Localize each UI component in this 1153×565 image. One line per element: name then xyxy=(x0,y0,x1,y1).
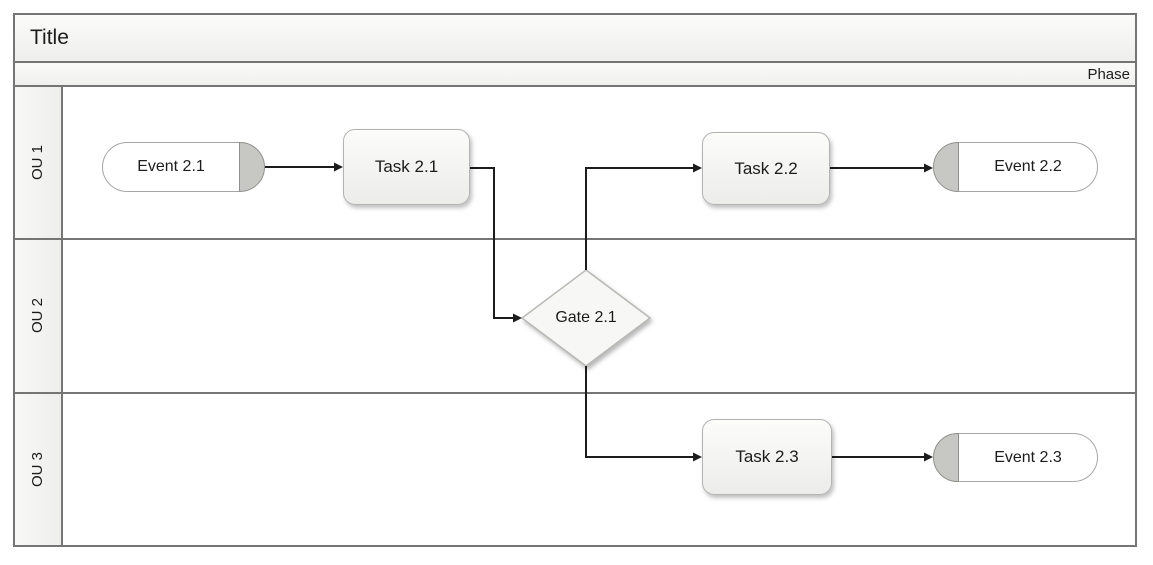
event-2-2-node[interactable]: Event 2.2 xyxy=(933,142,1098,192)
phase-bar: Phase xyxy=(15,63,1135,87)
lane-label-ou3-text: OU 3 xyxy=(29,451,47,487)
lane-label-ou3: OU 3 xyxy=(15,393,63,545)
task-2-1-label: Task 2.1 xyxy=(374,157,439,176)
lane-label-ou2: OU 2 xyxy=(15,240,63,392)
lane-label-ou2-text: OU 2 xyxy=(29,298,47,334)
event-2-1-label: Event 2.1 xyxy=(102,142,239,192)
event-2-2-label: Event 2.2 xyxy=(959,142,1098,192)
task-2-2-node[interactable]: Task 2.2 xyxy=(702,132,830,205)
task-2-3-node[interactable]: Task 2.3 xyxy=(702,419,832,495)
event-2-2-cap xyxy=(933,142,959,192)
task-2-3-label: Task 2.3 xyxy=(735,447,799,466)
event-2-1-cap xyxy=(239,142,265,192)
event-2-3-cap xyxy=(933,433,959,482)
event-2-3-node[interactable]: Event 2.3 xyxy=(933,433,1098,482)
event-2-3-label: Event 2.3 xyxy=(959,433,1098,482)
task-2-1-node[interactable]: Task 2.1 xyxy=(343,129,470,205)
lane-label-ou1-text: OU 1 xyxy=(29,145,47,181)
title-bar: Title xyxy=(15,15,1135,63)
event-2-1-node[interactable]: Event 2.1 xyxy=(102,142,265,192)
gateway-2-1-label: Gate 2.1 xyxy=(555,309,617,326)
phase-label: Phase xyxy=(1087,65,1130,83)
task-2-2-label: Task 2.2 xyxy=(734,158,798,178)
lane-label-ou1: OU 1 xyxy=(15,87,63,239)
diagram-title: Title xyxy=(30,26,69,49)
gateway-2-1-node[interactable]: Gate 2.1 xyxy=(522,270,650,366)
